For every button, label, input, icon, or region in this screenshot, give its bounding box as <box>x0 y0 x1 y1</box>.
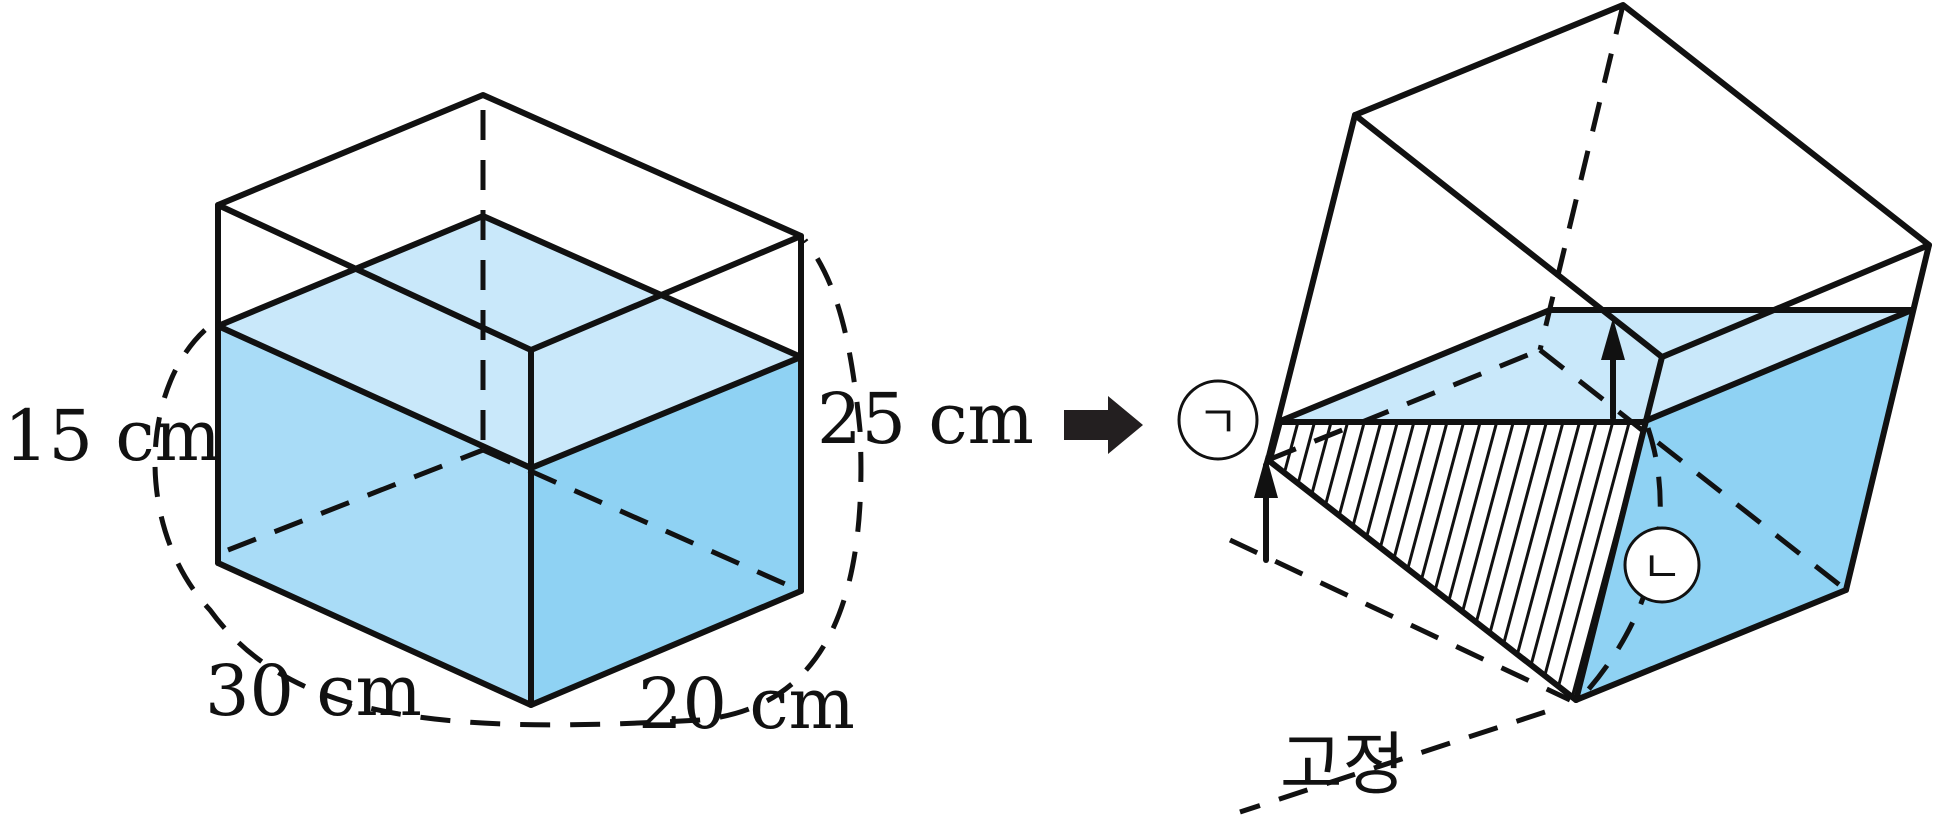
width-label: 20 cm <box>638 663 855 745</box>
right-arrow-icon <box>1064 396 1143 454</box>
rotation-ellipse <box>152 238 864 728</box>
point-b-label: ㄴ <box>1642 542 1682 593</box>
left-water-front <box>218 326 531 705</box>
length-label: 30 cm <box>205 650 422 732</box>
up-arrow-icon <box>1254 318 1625 563</box>
left-tank <box>152 92 864 728</box>
fixed-label: 고정 <box>1280 726 1405 805</box>
point-a-marker: ㄱ <box>1177 379 1259 461</box>
right-water-top <box>1278 310 1912 422</box>
right-water-front-hatched <box>1268 422 1643 700</box>
right-tank <box>1228 2 1932 815</box>
depth-label: 15 cm <box>4 395 221 477</box>
point-a-label: ㄱ <box>1198 397 1238 448</box>
point-b-marker: ㄴ <box>1623 526 1701 604</box>
height-label: 25 cm <box>817 378 1034 460</box>
